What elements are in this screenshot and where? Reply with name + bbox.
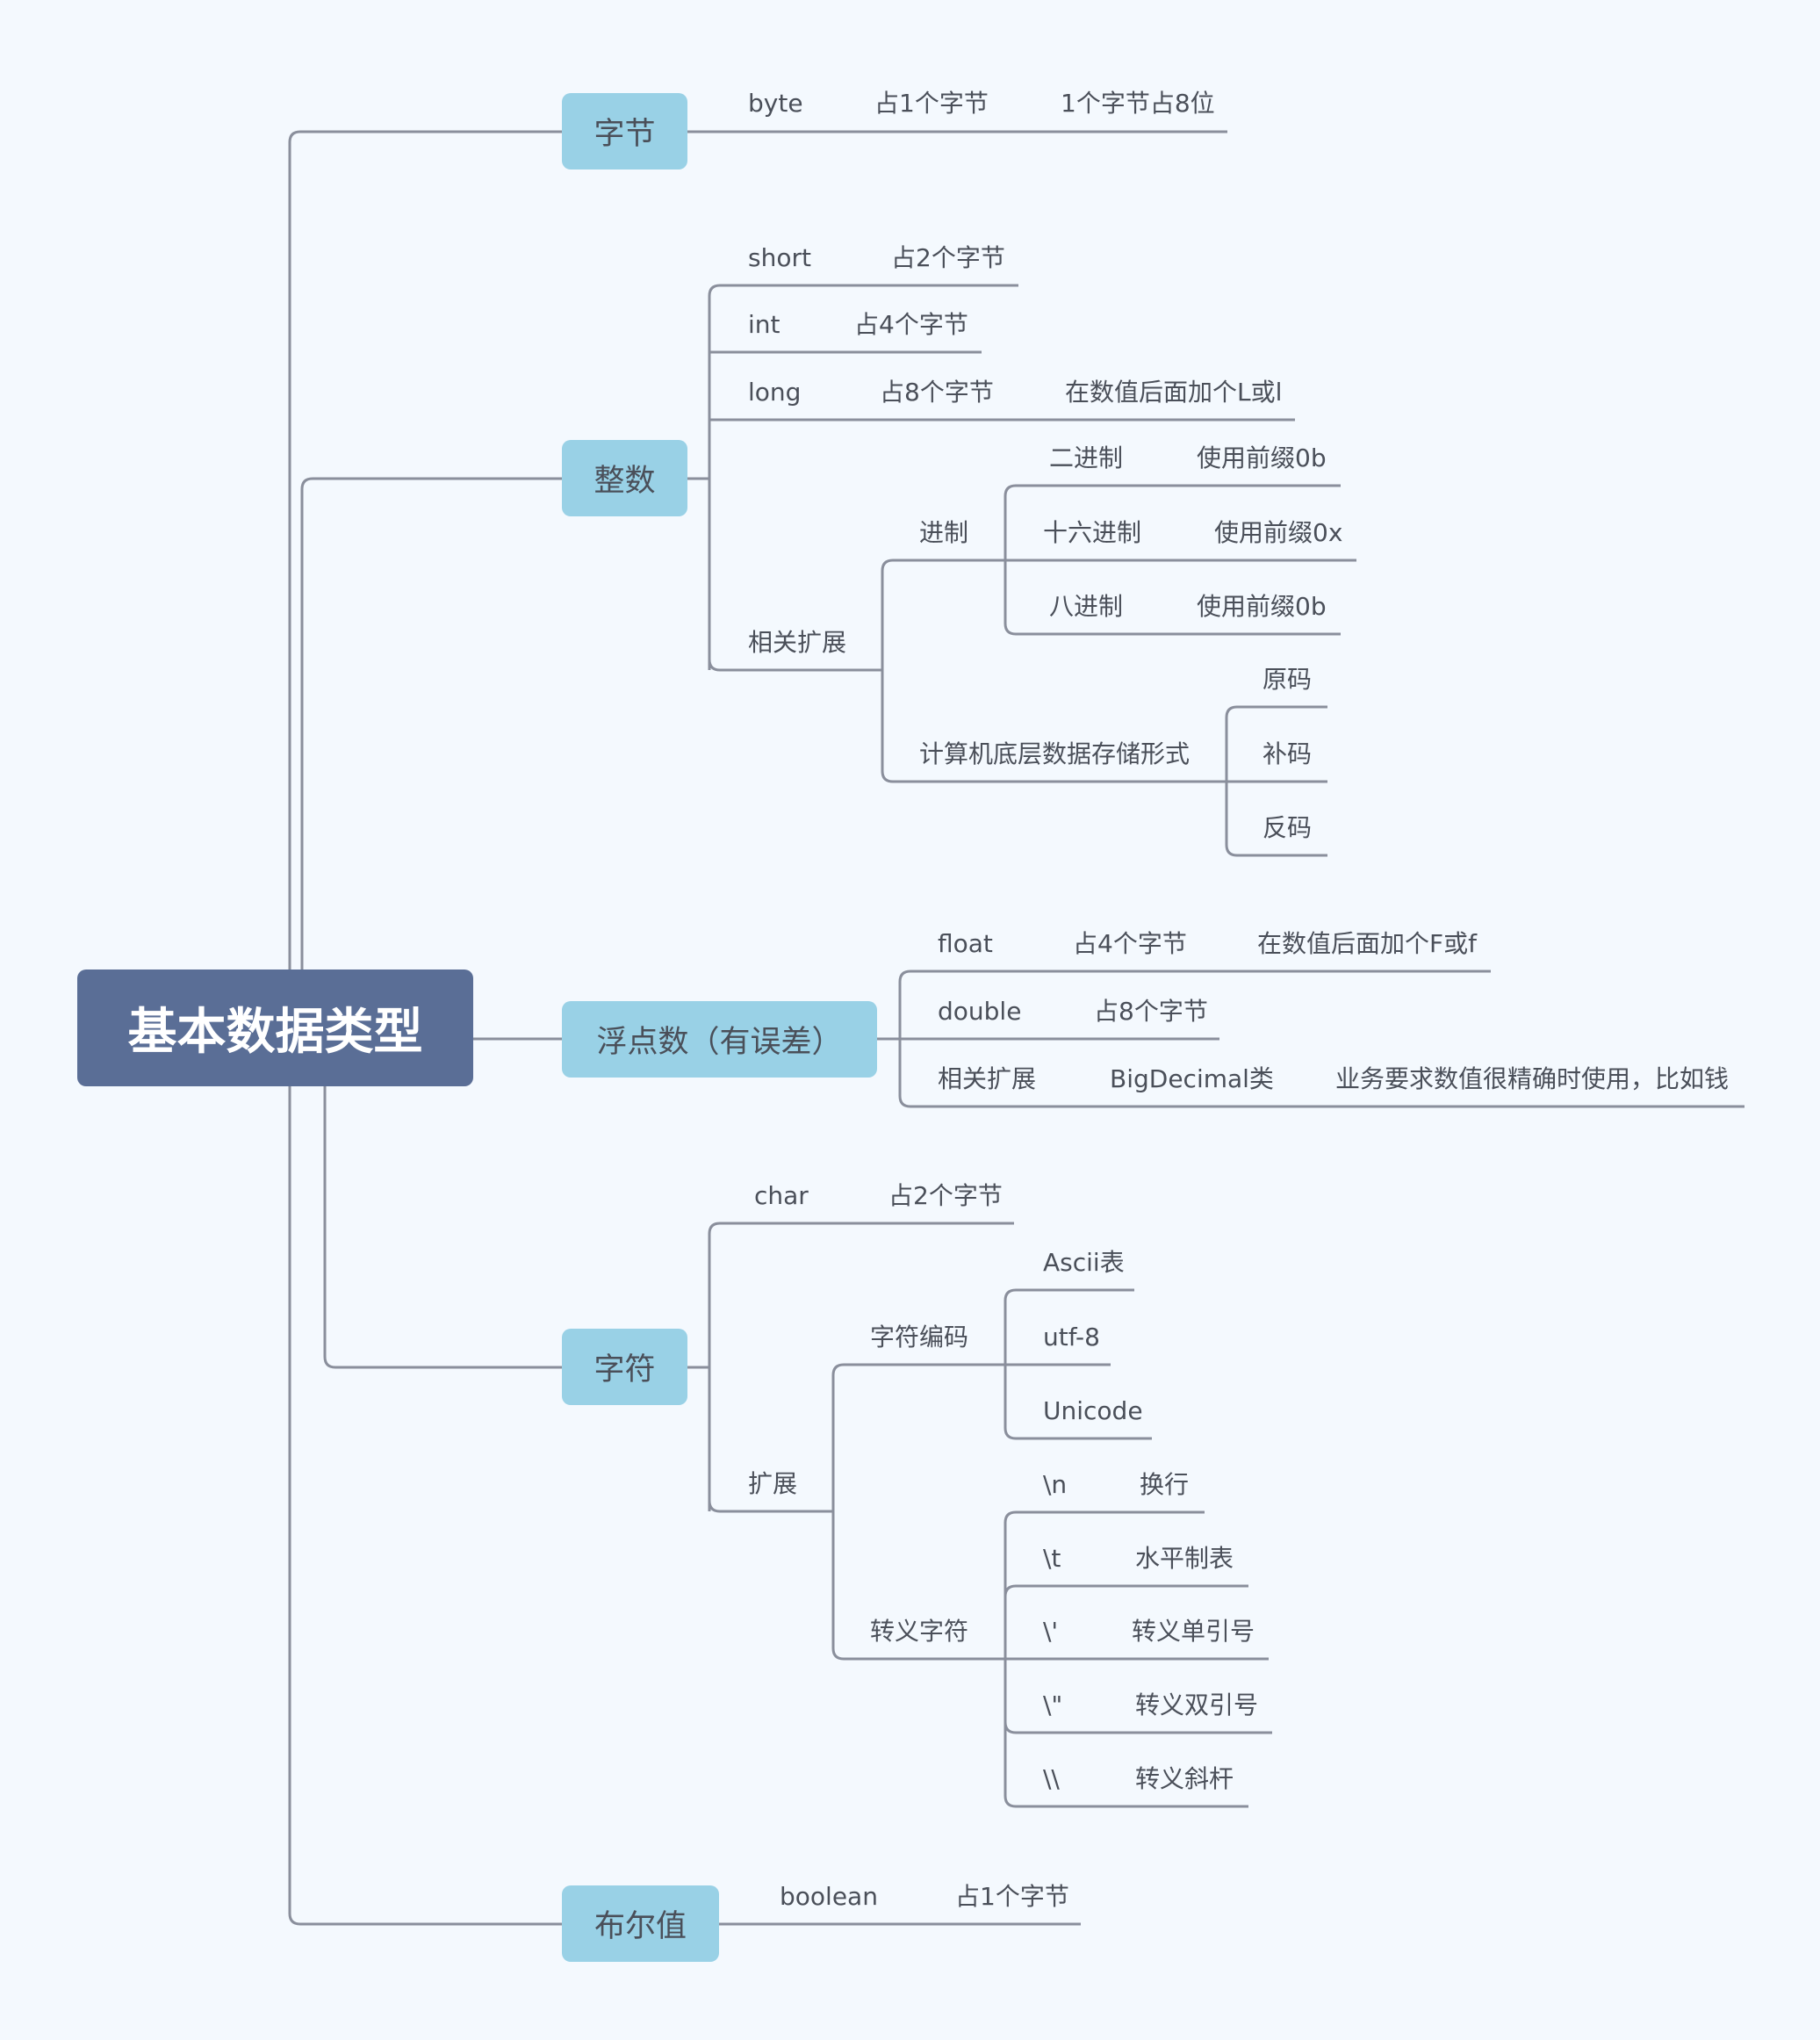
leaf-float-note[interactable]: 在数值后面加个F或f <box>1257 929 1477 958</box>
branch-byte[interactable]: 字节 <box>562 93 687 169</box>
leaf-byte-note[interactable]: 1个字节占8位 <box>1061 89 1215 118</box>
leaf-bigdecimal[interactable]: BigDecimal类 <box>1110 1064 1274 1093</box>
leaf-short-name[interactable]: short <box>748 243 811 272</box>
leaf-integer-ext[interactable]: 相关扩展 <box>748 628 847 657</box>
leaf-long-size[interactable]: 占8个字节 <box>880 378 994 407</box>
leaf-char-name[interactable]: char <box>754 1181 809 1210</box>
leaf-encoding-item[interactable]: Unicode <box>1043 1396 1143 1425</box>
branch-char[interactable]: 字符 <box>562 1329 687 1405</box>
leaf-encoding[interactable]: 字符编码 <box>870 1323 969 1352</box>
leaf-int-name[interactable]: int <box>748 310 781 339</box>
leaf-short-size[interactable]: 占2个字节 <box>891 243 1005 272</box>
leaf-binary-prefix[interactable]: 使用前缀0b <box>1197 443 1327 472</box>
leaf-float-ext[interactable]: 相关扩展 <box>938 1064 1037 1093</box>
leaf-binary-name[interactable]: 二进制 <box>1049 443 1124 472</box>
leaf-storage[interactable]: 计算机底层数据存储形式 <box>919 739 1191 768</box>
leaf-octal-prefix[interactable]: 使用前缀0b <box>1197 592 1327 621</box>
leaf-escape-code[interactable]: \" <box>1043 1690 1063 1719</box>
branch-integer[interactable]: 整数 <box>562 440 687 516</box>
root-topic[interactable]: 基本数据类型 <box>77 970 473 1086</box>
leaf-escape-code[interactable]: \\ <box>1043 1764 1060 1793</box>
leaf-double-name[interactable]: double <box>938 997 1022 1026</box>
leaf-hex-prefix[interactable]: 使用前缀0x <box>1214 518 1343 547</box>
leaf-long-name[interactable]: long <box>748 378 802 407</box>
leaf-char-size[interactable]: 占2个字节 <box>888 1181 1003 1210</box>
leaf-byte-size[interactable]: 占1个字节 <box>874 89 989 118</box>
leaf-radix[interactable]: 进制 <box>919 518 969 547</box>
leaf-hex-name[interactable]: 十六进制 <box>1043 518 1142 547</box>
leaf-float-name[interactable]: float <box>938 929 993 958</box>
leaf-escape-desc[interactable]: 转义双引号 <box>1135 1690 1259 1719</box>
branch-float[interactable]: 浮点数（有误差） <box>562 1001 877 1078</box>
leaf-float-size[interactable]: 占4个字节 <box>1073 929 1187 958</box>
leaf-char-ext[interactable]: 扩展 <box>748 1469 798 1498</box>
leaf-boolean-name[interactable]: boolean <box>780 1882 878 1911</box>
leaf-escape-desc[interactable]: 转义斜杆 <box>1135 1764 1234 1793</box>
branch-boolean[interactable]: 布尔值 <box>562 1885 719 1962</box>
leaf-escape-code[interactable]: \' <box>1043 1617 1059 1646</box>
leaf-storage-item[interactable]: 原码 <box>1262 665 1313 694</box>
leaf-encoding-item[interactable]: utf-8 <box>1043 1323 1100 1352</box>
leaf-escape-desc[interactable]: 水平制表 <box>1135 1544 1234 1573</box>
leaf-escape[interactable]: 转义字符 <box>870 1617 969 1646</box>
leaf-escape-code[interactable]: \n <box>1043 1470 1068 1499</box>
leaf-int-size[interactable]: 占4个字节 <box>854 310 968 339</box>
leaf-storage-item[interactable]: 补码 <box>1262 739 1313 768</box>
leaf-encoding-item[interactable]: Ascii表 <box>1043 1248 1125 1277</box>
leaf-storage-item[interactable]: 反码 <box>1262 813 1313 842</box>
leaf-double-size[interactable]: 占8个字节 <box>1094 997 1208 1026</box>
leaf-escape-desc[interactable]: 转义单引号 <box>1132 1617 1255 1646</box>
leaf-bigdecimal-note[interactable]: 业务要求数值很精确时使用，比如钱 <box>1335 1064 1730 1093</box>
leaf-escape-desc[interactable]: 换行 <box>1140 1470 1190 1499</box>
leaf-byte-name[interactable]: byte <box>748 89 803 118</box>
leaf-escape-code[interactable]: \t <box>1043 1544 1061 1573</box>
leaf-long-note[interactable]: 在数值后面加个L或l <box>1065 378 1283 407</box>
leaf-boolean-size[interactable]: 占1个字节 <box>955 1882 1069 1911</box>
leaf-octal-name[interactable]: 八进制 <box>1049 592 1124 621</box>
